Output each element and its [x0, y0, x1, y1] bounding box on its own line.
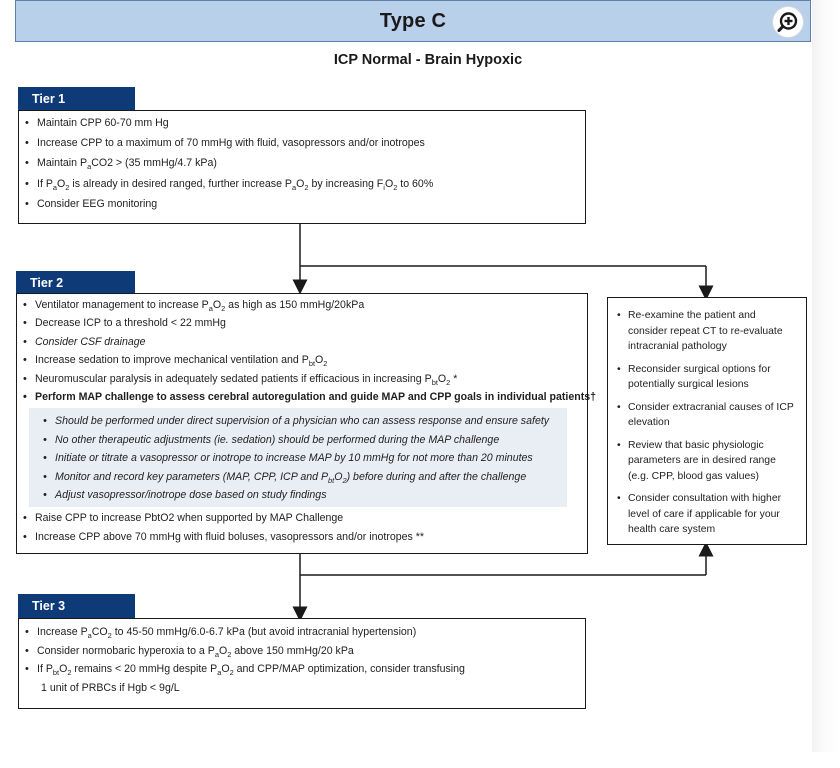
list-item: Review that basic physiologic parameters…: [616, 438, 796, 485]
list-item: Consider consultation with higher level …: [616, 491, 796, 538]
list-item: Neuromuscular paralysis in adequately se…: [17, 372, 587, 390]
tier2-label: Tier 2: [16, 271, 135, 295]
list-item: If PbtO2 remains < 20 mmHg despite PaO2 …: [19, 662, 585, 681]
list-item: Consider normobaric hyperoxia to a PaO2 …: [19, 644, 585, 663]
list-item: Increase PaCO2 to 45-50 mmHg/6.0-6.7 kPa…: [19, 625, 585, 644]
tier2-box: Ventilator management to increase PaO2 a…: [16, 293, 596, 554]
list-item: Increase CPP above 70 mmHg with fluid bo…: [17, 530, 587, 548]
list-item: Should be performed under direct supervi…: [29, 414, 567, 432]
list-item: Consider extracranial causes of ICP elev…: [616, 400, 796, 431]
diagram-subtitle: ICP Normal - Brain Hypoxic: [333, 52, 523, 68]
page-title: Type C: [379, 9, 447, 32]
tier1-box: Maintain CPP 60-70 mm Hg Increase CPP to…: [18, 110, 586, 224]
list-item: Maintain CPP 60-70 mm Hg: [19, 116, 585, 136]
zoom-button[interactable]: [772, 6, 804, 38]
list-item: Decrease ICP to a threshold < 22 mmHg: [17, 316, 587, 334]
list-item: If PaO2 is already in desired ranged, fu…: [19, 177, 585, 197]
list-item: Increase CPP to a maximum of 70 mmHg wit…: [19, 136, 585, 156]
continuation-line: 1 unit of PRBCs if Hgb < 9g/L: [41, 681, 180, 694]
bottom-margin: [0, 752, 840, 768]
list-item: Ventilator management to increase PaO2 a…: [17, 298, 587, 316]
list-item: Monitor and record key parameters (MAP, …: [29, 470, 567, 488]
list-item: Adjust vasopressor/inotrope dose based o…: [29, 488, 567, 506]
viewer-edge: [812, 0, 840, 768]
list-item: Initiate or titrate a vasopressor or ino…: [29, 451, 567, 469]
list-item: No other therapeutic adjustments (ie. se…: [29, 433, 567, 451]
side-panel: Re-examine the patient and consider repe…: [607, 297, 807, 545]
list-item: Re-examine the patient and consider repe…: [616, 308, 796, 355]
list-item: Maintain PaCO2 > (35 mmHg/4.7 kPa): [19, 156, 585, 176]
tier1-label: Tier 1: [18, 87, 135, 111]
list-item: Perform MAP challenge to assess cerebral…: [17, 390, 596, 408]
list-item: Reconsider surgical options for potentia…: [616, 362, 796, 393]
zoom-in-icon: [777, 12, 798, 32]
list-item: Raise CPP to increase PbtO2 when support…: [17, 511, 587, 529]
list-item: Consider EEG monitoring: [19, 197, 585, 217]
tier3-label: Tier 3: [18, 594, 135, 618]
title-bar: Type C: [15, 0, 811, 42]
list-item: Consider CSF drainage: [17, 335, 587, 353]
map-challenge-panel: Should be performed under direct supervi…: [29, 408, 567, 508]
list-item: Increase sedation to improve mechanical …: [17, 353, 587, 371]
tier3-box: Increase PaCO2 to 45-50 mmHg/6.0-6.7 kPa…: [18, 618, 586, 709]
